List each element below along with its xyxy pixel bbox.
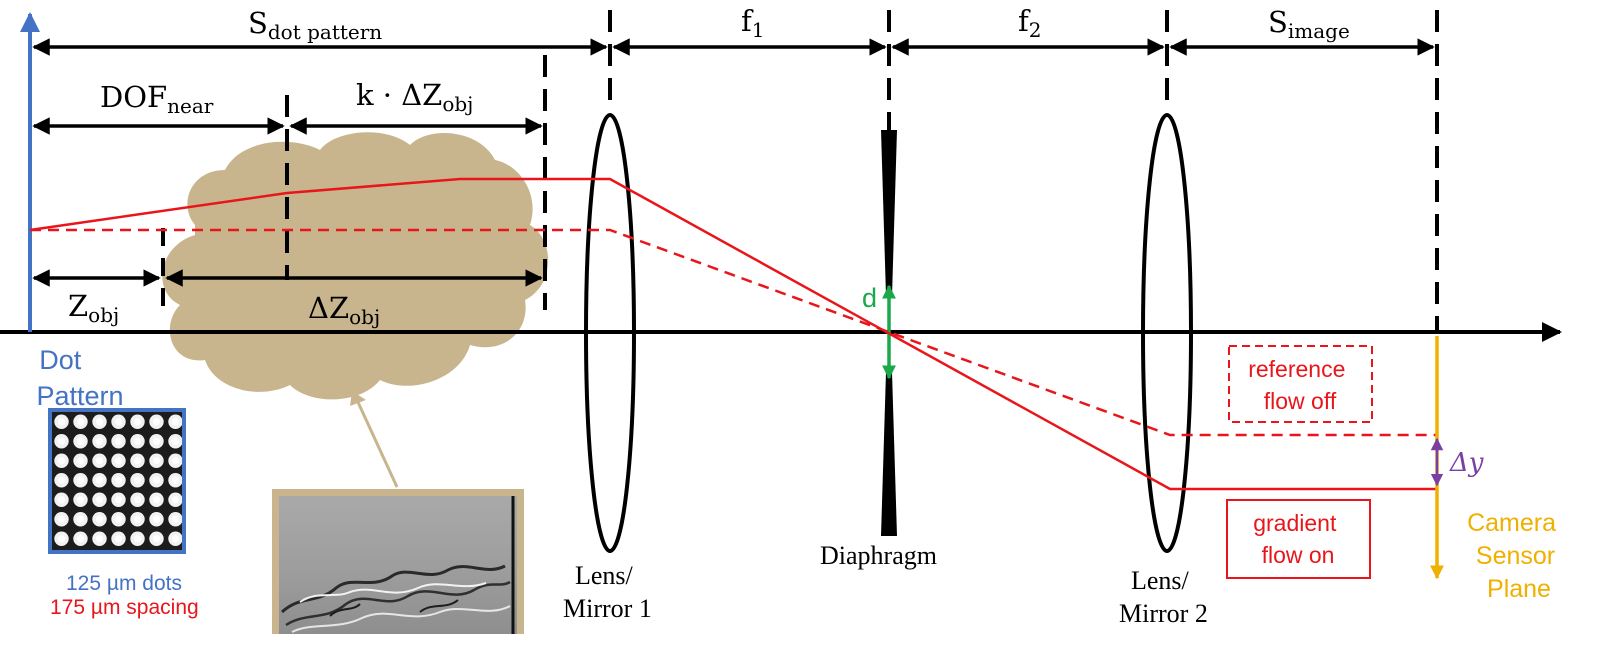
label-dots-spacing: 175 µm spacing xyxy=(50,596,199,619)
label-s-image: Simage xyxy=(1268,5,1350,43)
label-delta-y: Δy xyxy=(1449,448,1484,478)
label-lens-2: Lens/ Mirror 2 xyxy=(1119,566,1208,628)
label-z-obj: Zobj xyxy=(68,289,119,327)
label-lens-1: Lens/ Mirror 1 xyxy=(563,561,652,623)
inset-pointer-arrowhead xyxy=(350,391,366,406)
label-reference-flow-off: reference flow off xyxy=(1248,356,1352,414)
diaphragm-top-blade xyxy=(881,130,897,296)
label-k-delta-z-obj: k · ΔZobj xyxy=(356,78,473,116)
label-camera-sensor-plane: Camera Sensor Plane xyxy=(1467,509,1563,603)
ray-reference-flow-off xyxy=(30,228,1437,437)
diaphragm-bottom-blade xyxy=(881,372,897,536)
label-gradient-flow-on: gradient flow on xyxy=(1253,510,1343,568)
label-dof-near: DOFnear xyxy=(100,80,214,118)
density-cloud xyxy=(162,132,549,400)
label-delta-z-obj: ΔZobj xyxy=(308,291,380,329)
reference-box xyxy=(1228,345,1373,423)
label-f1: f1 xyxy=(741,4,764,42)
ray-gradient-flow-on xyxy=(29,177,1437,491)
label-f2: f2 xyxy=(1018,4,1041,42)
dot-grid-icon xyxy=(48,408,186,554)
label-aperture-d: d xyxy=(862,283,877,313)
label-diaphragm: Diaphragm xyxy=(820,541,937,570)
label-s-dot-pattern: Sdot pattern xyxy=(248,6,382,44)
inset-pointer-arrow xyxy=(355,399,399,488)
label-dots-size: 125 µm dots xyxy=(66,572,182,595)
schlieren-image-icon xyxy=(272,489,524,634)
gradient-box xyxy=(1226,499,1371,579)
label-dot-pattern: Dot Pattern xyxy=(36,345,123,411)
lens-2 xyxy=(1141,113,1193,553)
lens-1 xyxy=(584,113,636,553)
